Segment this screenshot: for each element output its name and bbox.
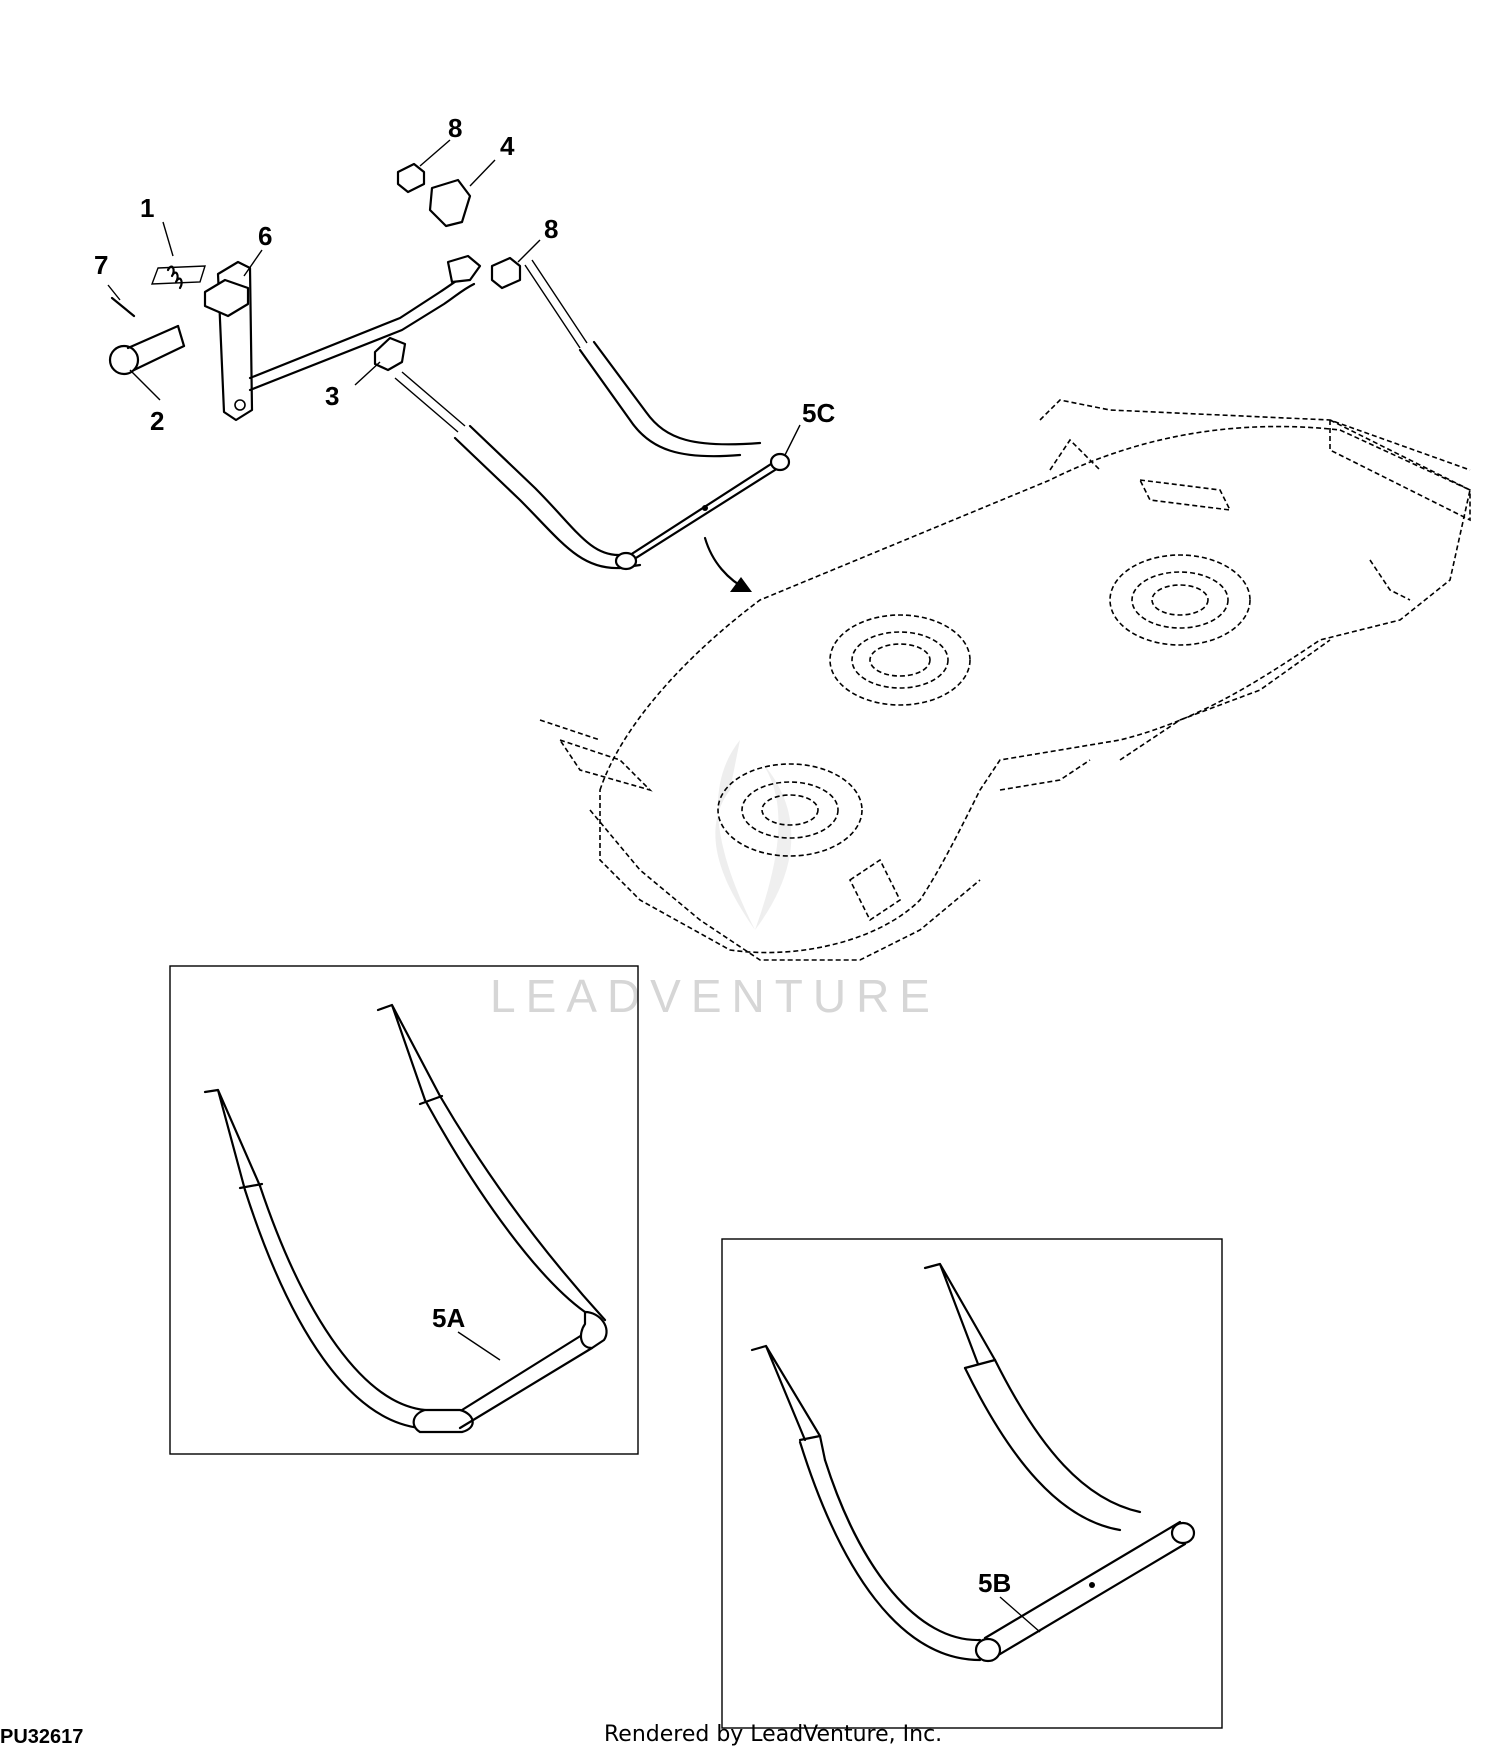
bushing-8-right [490,256,522,290]
callout-5a: 5A [432,1303,465,1333]
callout-8-right: 8 [544,214,558,244]
callout-1: 1 [140,193,154,223]
callout-2: 2 [150,406,164,436]
callout-3: 3 [325,381,339,411]
callout-6: 6 [258,221,272,251]
spring-1 [150,265,206,290]
inset-box-5a [169,965,639,1455]
callout-7: 7 [94,250,108,280]
bracket-5a [203,1003,608,1434]
callout-5c: 5C [802,398,835,428]
inset-box-5b [721,1238,1223,1729]
front-bracket-5c [394,259,791,571]
bracket-5b [750,1262,1196,1663]
cotter-pin-7 [110,296,136,318]
bracket-4 [428,178,472,228]
arrow-head [730,577,752,592]
leader-lines [107,139,1041,1633]
mower-deck [539,399,1471,961]
callout-4: 4 [500,131,515,161]
watermark-logo [715,740,792,930]
callout-8-top: 8 [448,113,462,143]
lift-lever-6 [203,254,482,422]
bushing-8-top [396,162,426,194]
render-credit: Rendered by LeadVenture, Inc. [604,1722,943,1747]
figure-id: PU32617 [0,1726,84,1748]
nut-3 [373,336,407,372]
watermark-text: LEADVENTURE [490,970,940,1022]
clevis-pin-2 [108,324,186,376]
callout-5b: 5B [978,1568,1011,1598]
